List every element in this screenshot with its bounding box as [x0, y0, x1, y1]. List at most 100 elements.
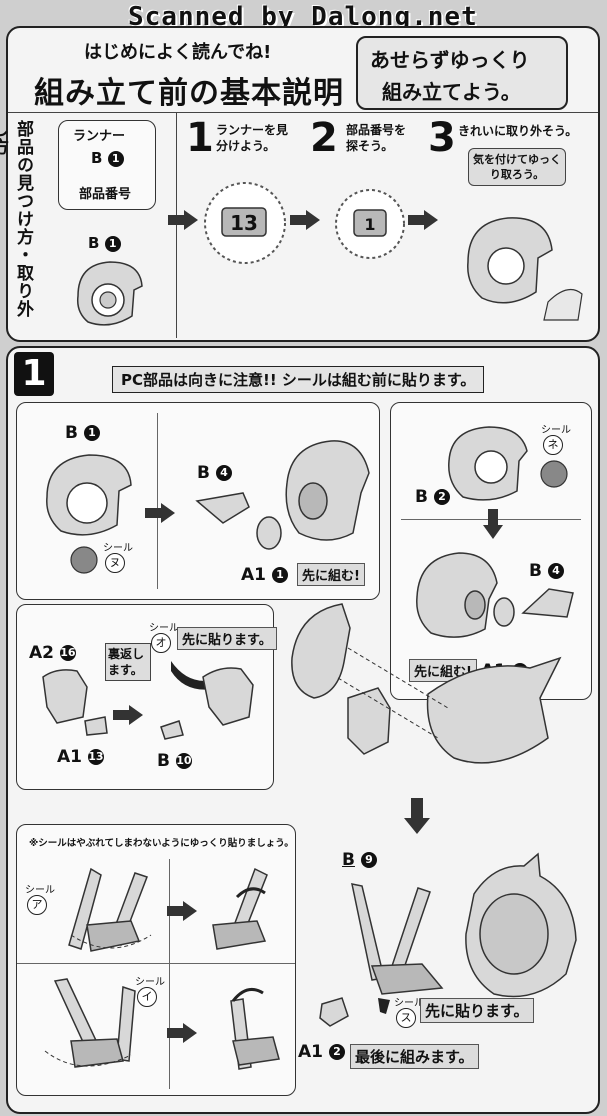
runner-code: B 1 [91, 149, 124, 167]
step1-banner: PC部品は向きに注意!! シールは組む前に貼ります。 [112, 366, 485, 393]
basic-step-1-text: ランナーを見分けよう。 [216, 123, 289, 153]
subbox-a-b4-letter: B [197, 463, 210, 483]
basic-step-3-text: きれいに取り外そう。 [458, 124, 578, 138]
basic-step-2-number: 2 [310, 115, 338, 161]
subbox-a-seal-label: シール [103, 543, 133, 554]
header-note-box: あせらずゆっくり 組み立てよう。 [356, 36, 568, 110]
part-tag-1-text: 1 [364, 215, 375, 234]
step2-final-note: 最後に組みます。 [350, 1044, 479, 1069]
subbox-d-mid-divider [17, 963, 295, 964]
subbox-b-b4-letter: B [529, 561, 542, 581]
seal-i-result [230, 987, 280, 1070]
subbox-b-a1-part [493, 597, 515, 627]
subbox-d-col-divider [169, 859, 170, 1089]
subbox-c-seal-char: オ [151, 633, 171, 653]
basics-arrow-2 [290, 210, 320, 230]
subbox-a-seal-char: ヌ [105, 553, 125, 573]
subbox-c-seal-note: 先に貼ります。 [177, 627, 277, 650]
subbox-a-b1-label: B 1 [65, 423, 100, 443]
subbox-c-b10-letter: B [157, 751, 170, 771]
page-title: 組み立て前の基本説明 [34, 76, 344, 111]
subbox-b-b2-part [448, 426, 528, 501]
seal-su-label: シール [394, 998, 424, 1009]
basic-step-3-tip: 気を付けてゆっくり取ろう。 [468, 148, 566, 186]
subbox-a-b1-letter: B [65, 423, 78, 443]
basics-panel: はじめによく読んでね! 組み立て前の基本説明 あせらずゆっくり 組み立てよう。 … [0, 26, 600, 342]
subbox-a-a1-label: A1 1 [241, 565, 288, 585]
step2-b9-part [351, 883, 444, 995]
runner-callout: ランナー B 1 部品番号 [58, 120, 156, 210]
basics-side-title: 部品の見つけ方・取り外し方 [0, 120, 33, 318]
example-letter: B [88, 234, 100, 252]
runner-tag-13: 13 [204, 182, 286, 264]
subbox-b-seal-label: シール [541, 425, 571, 436]
step2-b9-num: 9 [360, 852, 377, 868]
basic-step-2-text: 部品番号を探そう。 [346, 123, 407, 153]
subbox-c-arrow [113, 705, 143, 725]
subbox-d-arrow-1 [167, 901, 197, 921]
subbox-a-divider [157, 413, 158, 589]
example-part-label: B 1 [88, 234, 121, 252]
subbox-c-b10-part [160, 720, 184, 740]
subbox-a-arrow [145, 503, 175, 523]
step2-seal-su-strip [378, 998, 390, 1014]
subbox-c-a1-num: 13 [87, 749, 104, 765]
subbox-b-b4-label: B 4 [529, 561, 564, 581]
example-part-drawing [76, 261, 143, 326]
part-number-label: 部品番号 [79, 187, 132, 202]
header-subtitle: はじめによく読んでね! [84, 42, 272, 63]
subbox-b-assembly [416, 552, 498, 638]
seal-ne-dot [540, 460, 568, 488]
subbox-a-b4-num: 4 [215, 465, 232, 481]
subbox-c-b10-label: B 10 [157, 751, 192, 771]
subbox-c-a1-part [84, 716, 108, 736]
subbox-b: シール ネ B 2 B 4 先に組む! A1 1 [390, 402, 592, 700]
subbox-c-seal-label: シール [149, 623, 179, 634]
basic-step-3-number: 3 [428, 115, 456, 161]
seal-i-char: イ [137, 987, 157, 1007]
step2-a1-label: A1 2 [298, 1042, 345, 1062]
subbox-c-a1-label: A1 13 [57, 747, 104, 767]
subbox-d-caution: ※シールはやぶれてしまわないようにゆっくり貼りましょう。 [29, 838, 294, 849]
runner-tag-13-text: 13 [230, 211, 258, 235]
subbox-c: A2 16 A1 13 裏返します。 シール オ 先に貼ります。 B 10 [16, 604, 277, 790]
seal-i-label: シール [135, 977, 165, 988]
subbox-d-arrow-2 [167, 1023, 197, 1043]
subbox-b-b2-letter: B [415, 487, 428, 507]
step2-head-part [465, 852, 577, 998]
subbox-b-b2-label: B 2 [415, 487, 450, 507]
head-exploded-assembly [291, 603, 562, 764]
seal-a-illustration [68, 867, 152, 952]
subbox-a-b4-part [195, 492, 250, 524]
subbox-a-a1-letter: A1 [241, 565, 266, 585]
basics-arrow-1 [168, 210, 198, 230]
seal-a-result [212, 867, 268, 950]
seal-su-char: ス [396, 1008, 416, 1028]
subbox-b-b4-num: 4 [547, 563, 564, 579]
subbox-a-note: 先に組む! [297, 563, 365, 586]
subbox-c-flip-note: 裏返します。 [105, 643, 151, 681]
subbox-a-b1-part [46, 454, 132, 536]
header-note-line1: あせらずゆっくり [370, 48, 530, 72]
subbox-d: ※シールはやぶれてしまわないようにゆっくり貼りましょう。 シール ア シール イ [16, 824, 296, 1096]
step1-panel: 1 PC部品は向きに注意!! シールは組む前に貼ります。 B 1 シール ヌ B… [6, 346, 600, 1114]
subbox-c-assembly [202, 667, 254, 726]
basic-step-3: 3 きれいに取り外そう。 気を付けてゆっくり取ろう。 [428, 118, 594, 332]
subbox-c-a2-num: 16 [59, 645, 76, 661]
detach-illustration [467, 217, 583, 321]
subbox-a-a1-num: 1 [271, 567, 288, 583]
step2-b9-label: B 9 [342, 850, 377, 870]
seal-a-label: シール [25, 885, 55, 896]
basic-step-1-number: 1 [186, 115, 214, 161]
step2-a1-part [319, 997, 349, 1027]
example-num: 1 [104, 235, 121, 252]
subbox-c-a1-letter: A1 [57, 747, 82, 767]
seal-a-char: ア [27, 895, 47, 915]
basic-step-1: 1 ランナーを見分けよう。 13 [186, 118, 306, 328]
runner-label: ランナー [73, 129, 126, 144]
header-divider [8, 112, 598, 113]
subbox-b-b2-num: 2 [433, 489, 450, 505]
subbox-b-arrow-down [483, 509, 503, 539]
seal-nu-dot [70, 546, 98, 574]
subbox-a-b1-num: 1 [83, 425, 100, 441]
